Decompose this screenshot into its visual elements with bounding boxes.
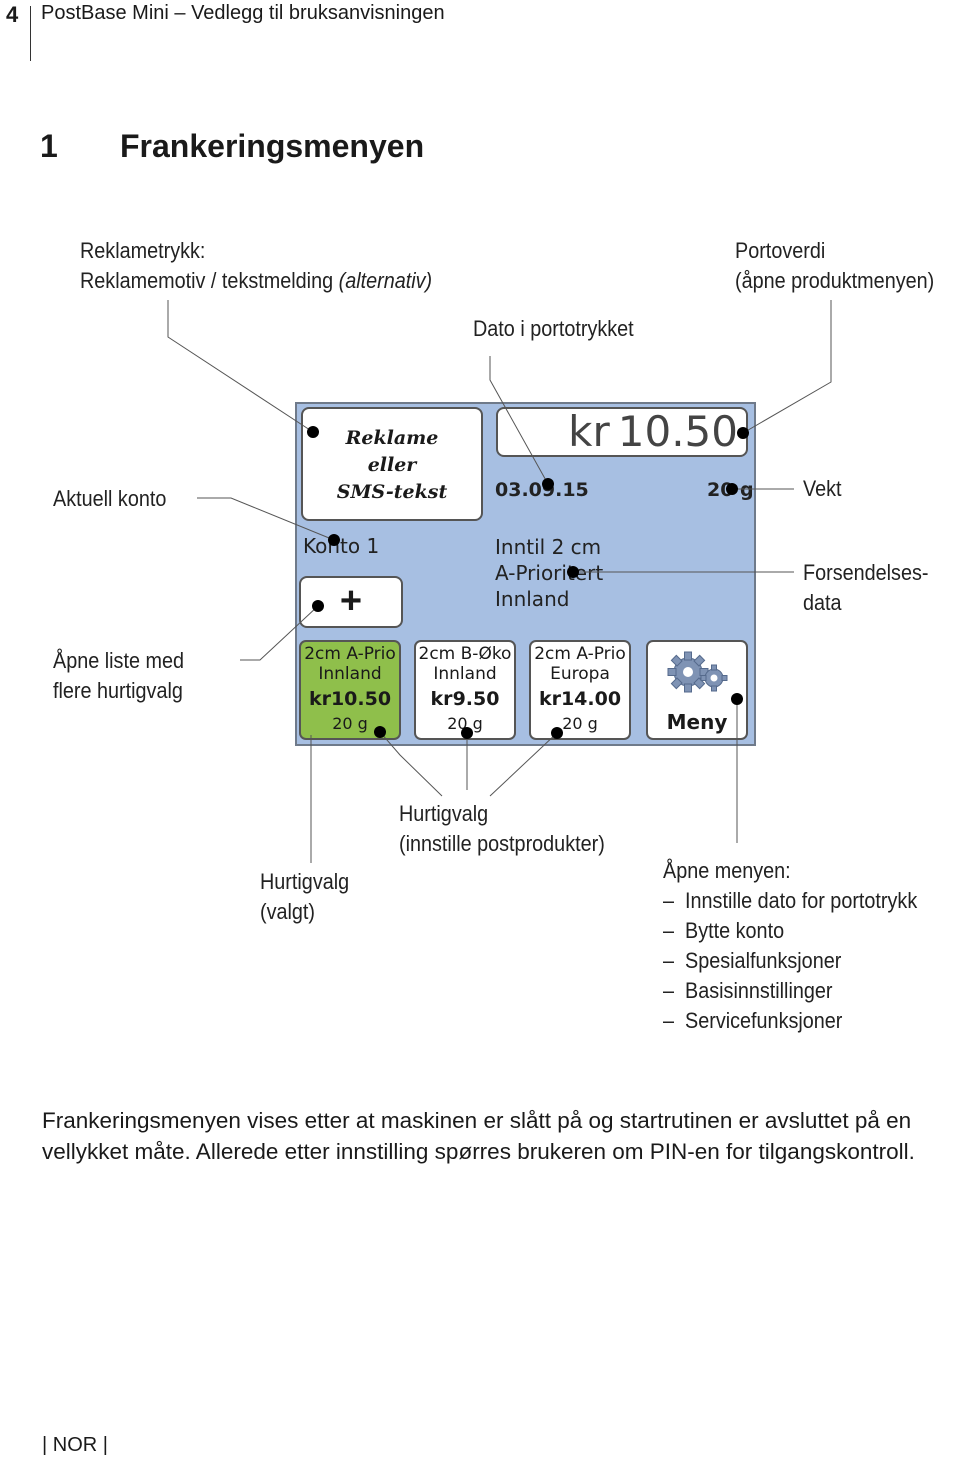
open-menu-item: – Basisinnstillinger (663, 978, 833, 1003)
callout-quick-set: Hurtigvalg (innstille postprodukter) (399, 801, 605, 856)
callout-date: Dato i portotrykket (473, 316, 634, 341)
open-menu-item: – Servicefunksjoner (663, 1008, 843, 1033)
section-number: 1 (40, 128, 58, 164)
shipment-data[interactable]: Inntil 2 cm A-Prioritert Innland (495, 535, 604, 611)
callout-weight: Vekt (803, 476, 842, 501)
callout-postage-value: Portoverdi (åpne produktmenyen) (735, 238, 935, 293)
menu-button[interactable]: Meny (646, 640, 748, 740)
weight-value: 20 g (707, 479, 754, 501)
plus-icon: + (339, 580, 363, 622)
header-divider (30, 6, 31, 61)
print-date: 03.09.15 (495, 479, 589, 501)
body-paragraph: Frankeringsmenyen vises etter at maskine… (42, 1108, 915, 1164)
quick-selection-1[interactable]: 2cm A-Prio Innland kr10.50 20 g (299, 640, 401, 740)
account-name: Konto 1 (303, 534, 380, 558)
page-number: 4 (6, 2, 19, 27)
section-title: Frankeringsmenyen (120, 128, 425, 164)
gear-icon (667, 651, 728, 693)
callout-quick-selected: Hurtigvalg (valgt) (260, 869, 350, 924)
open-quick-list-button[interactable]: + (299, 576, 403, 628)
open-menu-title: Åpne menyen: (663, 858, 791, 883)
quick-selection-3[interactable]: 2cm A-Prio Europa kr14.00 20 g (529, 640, 631, 740)
open-menu-item: – Bytte konto (663, 918, 785, 943)
callout-open-menu: Åpne menyen: – Innstille dato for portot… (663, 856, 917, 1036)
callout-open-list: Åpne liste med flere hurtigvalg (53, 648, 184, 703)
quick-selection-2[interactable]: 2cm B-Øko Innland kr9.50 20 g (414, 640, 516, 740)
callout-shipment-data: Forsendelses- data (803, 560, 929, 615)
document-title: PostBase Mini – Vedlegg til bruksanvisni… (41, 2, 445, 24)
open-menu-item: – Spesialfunksjoner (663, 948, 842, 973)
callout-current-account: Aktuell konto (53, 486, 167, 511)
language-footer: | NOR | (42, 1434, 108, 1456)
menu-label: Meny (666, 710, 728, 734)
callout-ad-print: Reklametrykk: Reklamemotiv / tekstmeldin… (80, 238, 433, 293)
ad-text-box[interactable]: Reklame eller SMS-tekst (301, 407, 483, 521)
open-menu-item: – Innstille dato for portotrykk (663, 888, 918, 913)
